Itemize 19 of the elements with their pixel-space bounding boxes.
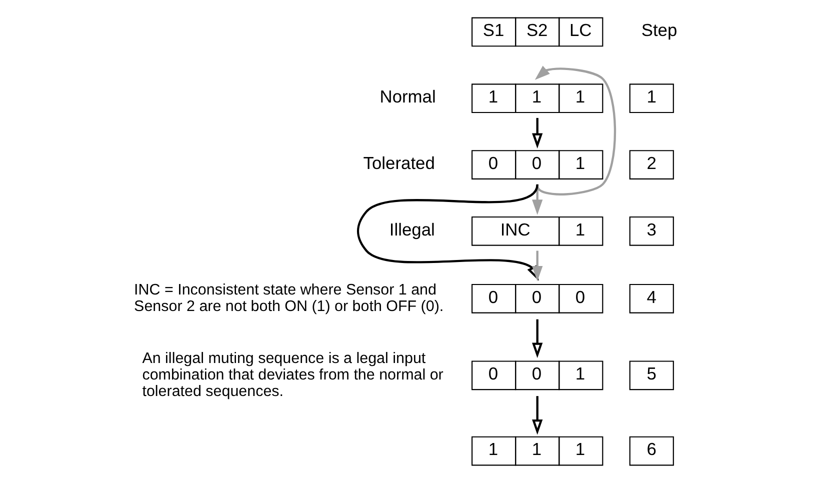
legend-label: Illegal — [389, 219, 435, 240]
label: INC = Inconsistent state where Sensor 1 and Sensor 2 are not both ON (1) or both OFF (0). — [134, 282, 444, 315]
node-box: 6 — [629, 436, 674, 466]
arrow — [532, 250, 543, 282]
node-box: 3 — [629, 216, 674, 246]
label: Step — [641, 20, 678, 40]
arrow — [532, 396, 543, 435]
arrow — [356, 184, 539, 281]
arrow — [532, 319, 543, 358]
node-box: 1 — [629, 84, 674, 114]
node-box: 5 — [629, 360, 674, 390]
arrow — [532, 118, 543, 148]
node-box: 2 — [629, 150, 674, 180]
arrow — [532, 184, 543, 215]
legend-label: Tolerated — [363, 152, 435, 173]
label: An illegal muting sequence is a legal input combination that deviates from the normal or tolerated sequences. — [142, 350, 444, 400]
legend-label: Normal — [380, 86, 436, 106]
node-box: 4 — [629, 284, 674, 314]
arrow — [534, 66, 616, 196]
